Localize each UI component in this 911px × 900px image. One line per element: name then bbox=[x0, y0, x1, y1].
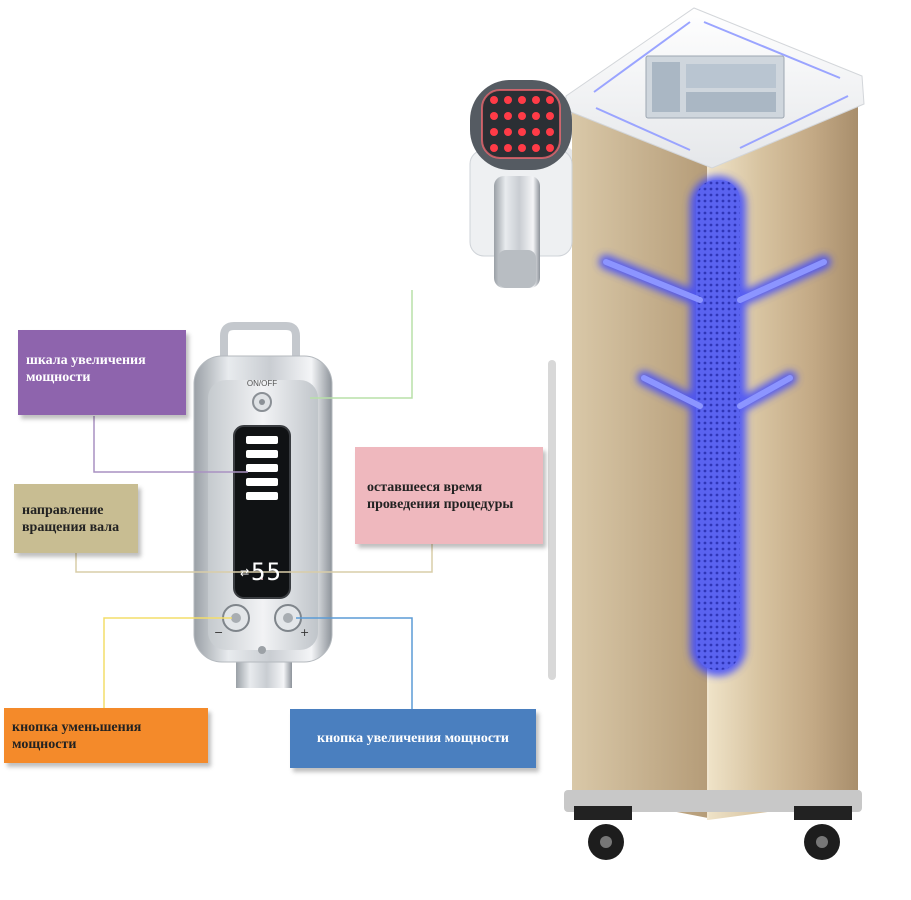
power-scale-bars bbox=[246, 436, 278, 500]
cabinet-left-face bbox=[572, 92, 708, 818]
handpiece-handle bbox=[220, 322, 300, 360]
minus-symbol: − bbox=[214, 626, 224, 639]
leader-minus bbox=[103, 617, 232, 708]
label-increase-button: кнопка увеличения мощности bbox=[290, 709, 536, 768]
leader-plus bbox=[296, 617, 413, 710]
label-time-left: оставшееся время проведения процедуры bbox=[355, 447, 543, 544]
leader-scale bbox=[93, 416, 248, 473]
label-decrease-button: кнопка уменьшения мощности bbox=[4, 708, 208, 763]
label-rotation-direction-text: направление вращения вала bbox=[22, 502, 120, 535]
handpiece-shaft bbox=[236, 658, 292, 688]
roller-handpiece-holder bbox=[469, 80, 573, 288]
leader-power-switch bbox=[310, 290, 413, 399]
cabinet-top-panel bbox=[565, 7, 865, 169]
cabinet-light-strip bbox=[599, 176, 831, 676]
handpiece-closeup bbox=[193, 322, 333, 688]
label-rotation-direction: направление вращения вала bbox=[14, 484, 138, 553]
roller-spikes bbox=[481, 89, 561, 159]
power-switch-label: ON/OFF bbox=[246, 379, 278, 388]
cable bbox=[548, 360, 556, 680]
cabinet-wheels bbox=[574, 806, 852, 860]
label-time-left-text: оставшееся время проведения процедуры bbox=[367, 479, 514, 512]
leader-direction bbox=[75, 544, 433, 573]
label-decrease-button-text: кнопка уменьшения мощности bbox=[12, 719, 142, 752]
leader-lines bbox=[75, 290, 433, 710]
timer-readout: 55 bbox=[251, 558, 282, 586]
plus-symbol: + bbox=[300, 626, 310, 639]
label-power-scale: шкала увеличения мощности bbox=[18, 330, 186, 415]
label-increase-button-text: кнопка увеличения мощности bbox=[317, 731, 509, 746]
label-power-scale-text: шкала увеличения мощности bbox=[26, 352, 146, 385]
rotation-direction-icon: ⇄ bbox=[240, 566, 250, 579]
